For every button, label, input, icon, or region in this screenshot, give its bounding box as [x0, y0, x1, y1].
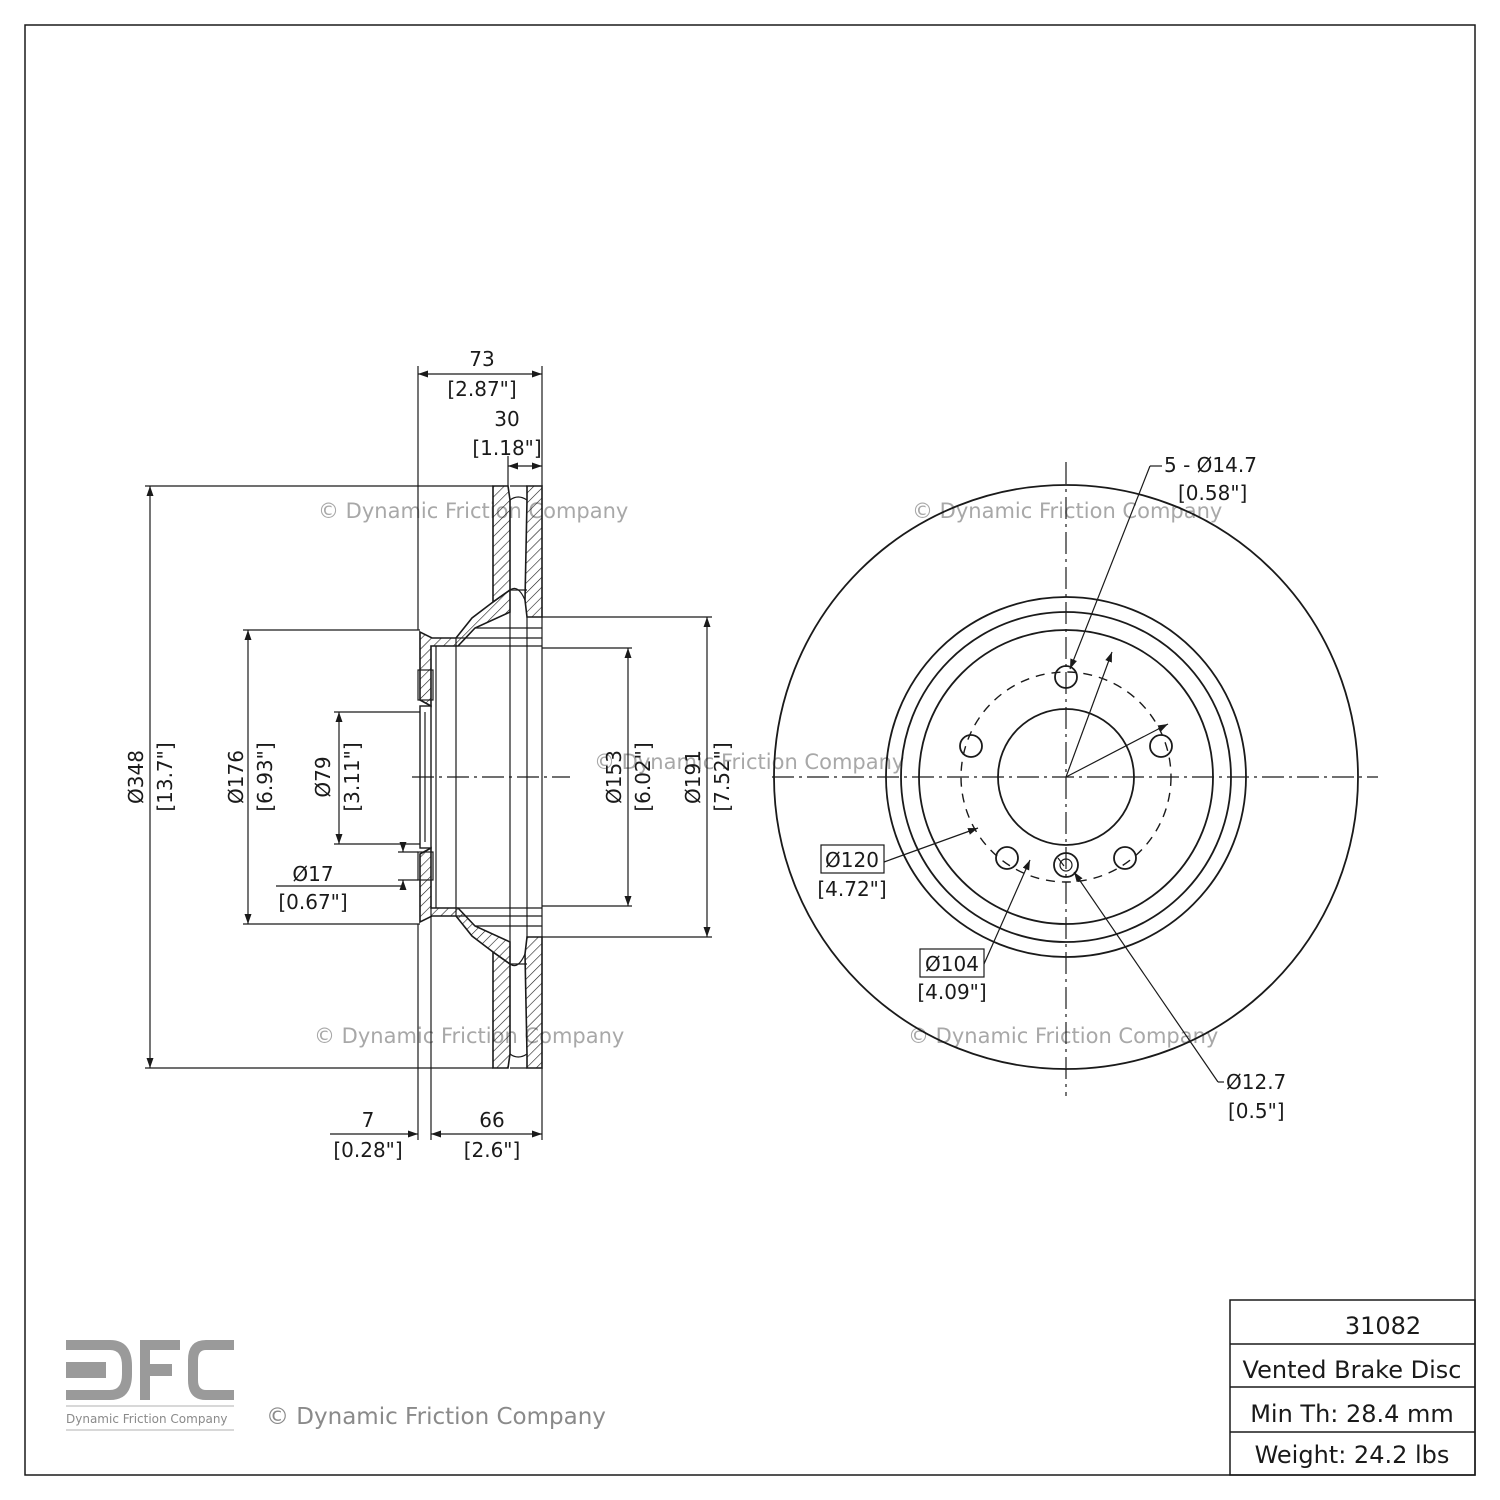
bolt-hole-1 — [1054, 665, 1078, 689]
dfc-logo: Dynamic Friction Company — [66, 1340, 234, 1431]
dim-overall-width-mm: 73 — [469, 347, 494, 371]
friction-inner-circle — [885, 596, 1247, 958]
locating-hole-outer — [1053, 852, 1079, 878]
dim-inner-153-mm: Ø153 — [602, 750, 626, 804]
dim-hat-diameter-in: [6.93"] — [253, 742, 277, 811]
hat-mounting-face — [419, 705, 432, 849]
front-view: 5 - Ø14.7 [0.58"] Ø120 [4.72"] Ø104 [4.0… — [772, 453, 1378, 1123]
dim-inner-191-mm: Ø191 — [681, 750, 705, 804]
dim-hat-offset-mm: 7 — [362, 1108, 375, 1132]
dim-hat-offset-in: [0.28"] — [333, 1138, 402, 1162]
dim-pilot-circle-mm: Ø104 — [925, 952, 979, 976]
title-part-number: 31082 — [1345, 1312, 1421, 1340]
logo-company-name: Dynamic Friction Company — [66, 1412, 228, 1426]
dim-hat-depth-mm: 66 — [479, 1108, 504, 1132]
dim-bolt-holes-in: [0.58"] — [1178, 481, 1247, 505]
dim-inner-191-in: [7.52"] — [710, 742, 734, 811]
upper-stud-hole — [417, 669, 434, 701]
dim-bolt-circle-mm: Ø120 — [825, 848, 879, 872]
dim-outer-diameter-in: [13.7"] — [153, 742, 177, 811]
logo-letter-d — [66, 1340, 132, 1400]
logo-letter-f — [140, 1340, 180, 1350]
dim-small-hole-in: [0.5"] — [1228, 1099, 1285, 1123]
dim-hole-diameter-mm: Ø17 — [292, 862, 333, 886]
dim-rotor-thickness-in: [1.18"] — [472, 436, 541, 460]
dim-bolt-holes-mm: 5 - Ø14.7 — [1164, 453, 1257, 477]
dim-inner-153-in: [6.02"] — [631, 742, 655, 811]
dim-center-bore-mm: Ø79 — [311, 756, 335, 797]
center-bore-circle — [997, 708, 1135, 846]
dim-hat-diameter-mm: Ø176 — [224, 750, 248, 804]
drawing-border — [24, 24, 1476, 1476]
bolt-hole-2 — [1149, 734, 1173, 758]
dim-bolt-circle-in: [4.72"] — [817, 877, 886, 901]
upper-inner-plate — [524, 485, 543, 618]
lower-stud-hole — [417, 851, 434, 881]
watermark-middle: © Dynamic Friction Company — [594, 750, 904, 774]
title-description: Vented Brake Disc — [1243, 1356, 1462, 1384]
dim-hat-depth-in: [2.6"] — [464, 1138, 521, 1162]
watermark-bottom-left: © Dynamic Friction Company — [314, 1024, 624, 1048]
logo-letter-c — [188, 1340, 234, 1400]
dim-hole-diameter-in: [0.67"] — [278, 890, 347, 914]
hat-outer-circle — [900, 611, 1232, 943]
side-section-view — [412, 485, 570, 1069]
dim-rotor-thickness-mm: 30 — [494, 407, 519, 431]
dim-center-bore-in: [3.11"] — [340, 742, 364, 811]
title-weight: Weight: 24.2 lbs — [1255, 1441, 1450, 1469]
dim-pilot-circle-in: [4.09"] — [917, 980, 986, 1004]
upper-outer-plate — [492, 485, 511, 604]
watermark-bottom-right: © Dynamic Friction Company — [908, 1024, 1218, 1048]
rotor-outer-circle — [773, 484, 1359, 1070]
title-min-thickness: Min Th: 28.4 mm — [1250, 1400, 1454, 1428]
dim-small-hole-mm: Ø12.7 — [1226, 1070, 1286, 1094]
bolt-hole-4 — [995, 846, 1019, 870]
bolt-circle-dashed — [960, 671, 1172, 883]
locating-hole-inner — [1059, 858, 1073, 872]
lower-outer-plate — [492, 950, 511, 1069]
lower-inner-plate — [524, 936, 543, 1069]
side-dimensions: 73 [2.87"] 30 [1.18"] Ø348 [13.7"] Ø176 … — [124, 347, 734, 1162]
dim-overall-width-in: [2.87"] — [447, 377, 516, 401]
bolt-hole-5 — [959, 734, 983, 758]
watermark-top-right: © Dynamic Friction Company — [912, 499, 1222, 523]
hat-inner-circle — [918, 629, 1214, 925]
title-block: 31082 Vented Brake Disc Min Th: 28.4 mm … — [1229, 1299, 1476, 1476]
watermark-top-left: © Dynamic Friction Company — [318, 499, 628, 523]
dim-outer-diameter-mm: Ø348 — [124, 750, 148, 804]
bolt-hole-3 — [1113, 846, 1137, 870]
watermark-footer: © Dynamic Friction Company — [266, 1404, 606, 1430]
